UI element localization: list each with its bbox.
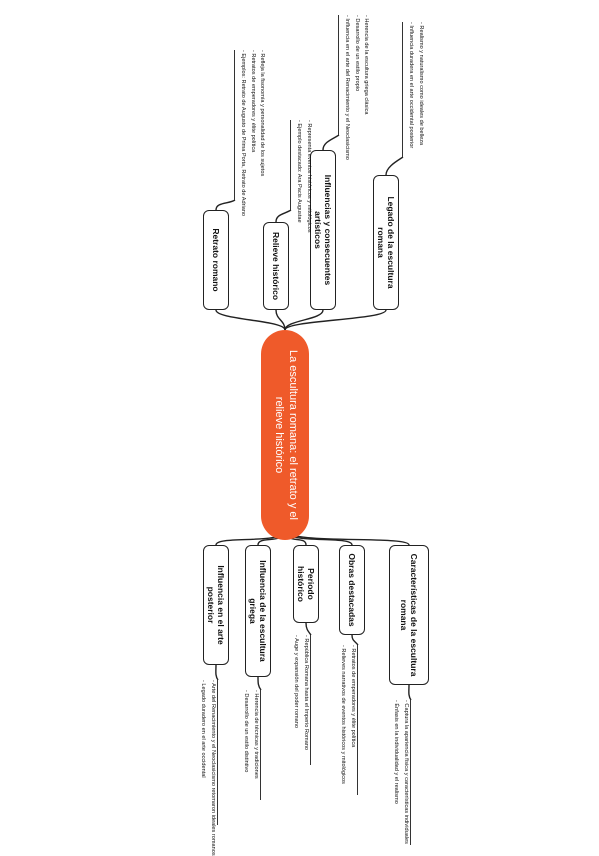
topic-legado-escultura[interactable]: Legado de la escultura romana [373, 175, 399, 310]
leaf-item: - Desarrollo de un estilo distintivo [243, 690, 250, 773]
leaf-item: - Influencia duradera en el arte occiden… [407, 22, 414, 149]
topic-retrato-romano[interactable]: Retrato romano [203, 210, 229, 310]
leaf-item: - Énfasis en la individualidad y el real… [393, 700, 400, 804]
leaf-underline [310, 635, 311, 765]
leaf-item: - Relieves narrativos de eventos históri… [340, 645, 347, 784]
topic-influencia-escultura-griega[interactable]: Influencia de la escultura griega [245, 545, 271, 677]
leaf-curl-left-3 [351, 634, 359, 646]
leaf-curl-right-2 [322, 134, 340, 151]
leaf-underline [217, 680, 218, 825]
connector-right-0 [215, 309, 286, 331]
leaf-item: - Desarrollo de un estilo propio [353, 15, 360, 92]
leaf-item: - Legado duradero en el arte occidental [200, 680, 207, 778]
central-topic[interactable]: La escultura romana: el retrato y el rel… [261, 330, 309, 540]
connector-left-4 [284, 529, 410, 546]
details-influencias: - Herencia de la escultura griega clásic… [340, 15, 370, 160]
leaf-underline [402, 22, 403, 157]
leaf-item: - Retratos de emperadores y élite políti… [350, 645, 356, 748]
topic-influencia-arte-posterior[interactable]: Influencia en el arte posterior [203, 545, 229, 665]
topic-obras-destacadas[interactable]: Obras destacadas [339, 545, 365, 635]
leaf-curl-right-0 [215, 199, 236, 211]
topic-caracteristicas-escultura[interactable]: Características de la escultura romana [389, 545, 429, 685]
details-caracteristicas: - Captura la apariencia física y caracte… [389, 700, 409, 845]
leaf-item: - Refleja la fisonomía y personalidad de… [259, 50, 266, 177]
leaf-item: - Representa eventos históricos y mitoló… [305, 120, 312, 233]
leaf-item: - Ejemplos: Retrato de Augusto de Prima … [239, 50, 246, 217]
leaf-item: - Herencia de técnicas y tradiciones [253, 690, 259, 779]
leaf-curl-left-1 [257, 676, 262, 691]
leaf-item: - Retratos de emperadores y élite políti… [249, 50, 256, 153]
leaf-underline [260, 690, 261, 800]
leaf-underline [338, 15, 339, 135]
topic-influencias-consecuentes[interactable]: Influencias y consecuentes artísticos [310, 150, 336, 310]
leaf-item: - Arte del Renacimiento y el Neoclasicis… [210, 680, 216, 856]
details-influencia-escultura-griega: - Herencia de técnicas y tradiciones - D… [239, 690, 259, 800]
leaf-underline [410, 700, 411, 845]
leaf-curl-left-2 [305, 622, 312, 636]
details-legado: - Realismo y naturalismo como ideales de… [404, 22, 424, 157]
details-influencia-arte-posterior: - Arte del Renacimiento y el Neoclasicis… [196, 680, 216, 856]
connector-right-2 [284, 309, 324, 331]
leaf-item: - Herencia de la escultura griega clásic… [363, 15, 370, 115]
leaf-underline [357, 645, 358, 795]
leaf-item: - Captura la apariencia física y caracte… [403, 700, 409, 844]
leaf-item: - República Romana hasta el Imperio Roma… [303, 635, 309, 751]
leaf-curl-right-1 [275, 209, 292, 223]
leaf-item: - Auge y expansión del poder romano [293, 635, 300, 728]
leaf-item: - Realismo y naturalismo como ideales de… [417, 22, 424, 146]
leaf-underline [290, 120, 291, 210]
connector-right-1 [275, 309, 286, 331]
connector-right-3 [284, 309, 387, 331]
leaf-item: - Influencia en el arte del Renacimiento… [343, 15, 350, 160]
details-retrato-romano: - Refleja la fisonomía y personalidad de… [236, 50, 266, 217]
leaf-item: - Ejemplo destacado: Ara Pacis Augustae [295, 120, 302, 223]
leaf-curl-left-0 [215, 664, 219, 681]
details-relieve-historico: - Representa eventos históricos y mitoló… [292, 120, 312, 233]
leaf-curl-right-3 [385, 156, 404, 176]
leaf-underline [234, 50, 235, 200]
details-obras-destacadas: - Retratos de emperadores y élite políti… [336, 645, 356, 795]
topic-periodo-historico[interactable]: Periodo histórico [293, 545, 319, 623]
leaf-curl-left-4 [408, 684, 412, 701]
details-periodo-historico: - República Romana hasta el Imperio Roma… [289, 635, 309, 765]
topic-relieve-historico[interactable]: Relieve histórico [263, 222, 289, 310]
